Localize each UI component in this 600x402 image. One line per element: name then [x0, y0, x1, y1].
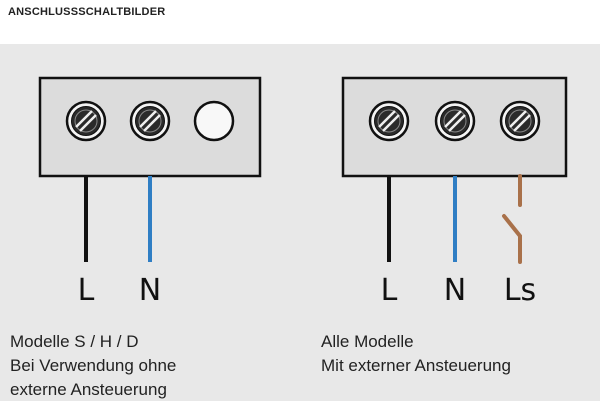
caption-2-line-1: Alle Modelle: [321, 332, 414, 351]
terminal-screw-5: [434, 100, 476, 142]
caption-1-line-3: externe Ansteuerung: [10, 380, 167, 399]
terminal-screw-6: [499, 100, 541, 142]
caption-diagram-1: Modelle S / H / D Bei Verwendung ohne ex…: [10, 330, 176, 402]
terminal-screw-4: [368, 100, 410, 142]
label-L-2: L: [381, 273, 398, 308]
terminal-screw-2: [129, 100, 171, 142]
label-Ls: Ls: [504, 273, 536, 308]
caption-1-line-2: Bei Verwendung ohne: [10, 356, 177, 375]
label-N-2: N: [444, 273, 466, 308]
diagram-1: L N: [38, 76, 262, 308]
terminal-empty-3: [193, 100, 235, 142]
label-N-1: N: [139, 273, 161, 308]
label-L-1: L: [78, 273, 95, 308]
caption-diagram-2: Alle Modelle Mit externer Ansteuerung: [321, 330, 511, 378]
caption-1-line-1: Modelle S / H / D: [10, 332, 139, 351]
page-heading: ANSCHLUSSSCHALTBILDER: [8, 6, 166, 18]
diagram-2: L N Ls: [341, 76, 568, 308]
terminal-screw-1: [65, 100, 107, 142]
wire-Ls-switch: [502, 174, 522, 264]
caption-2-line-2: Mit externer Ansteuerung: [321, 356, 511, 375]
